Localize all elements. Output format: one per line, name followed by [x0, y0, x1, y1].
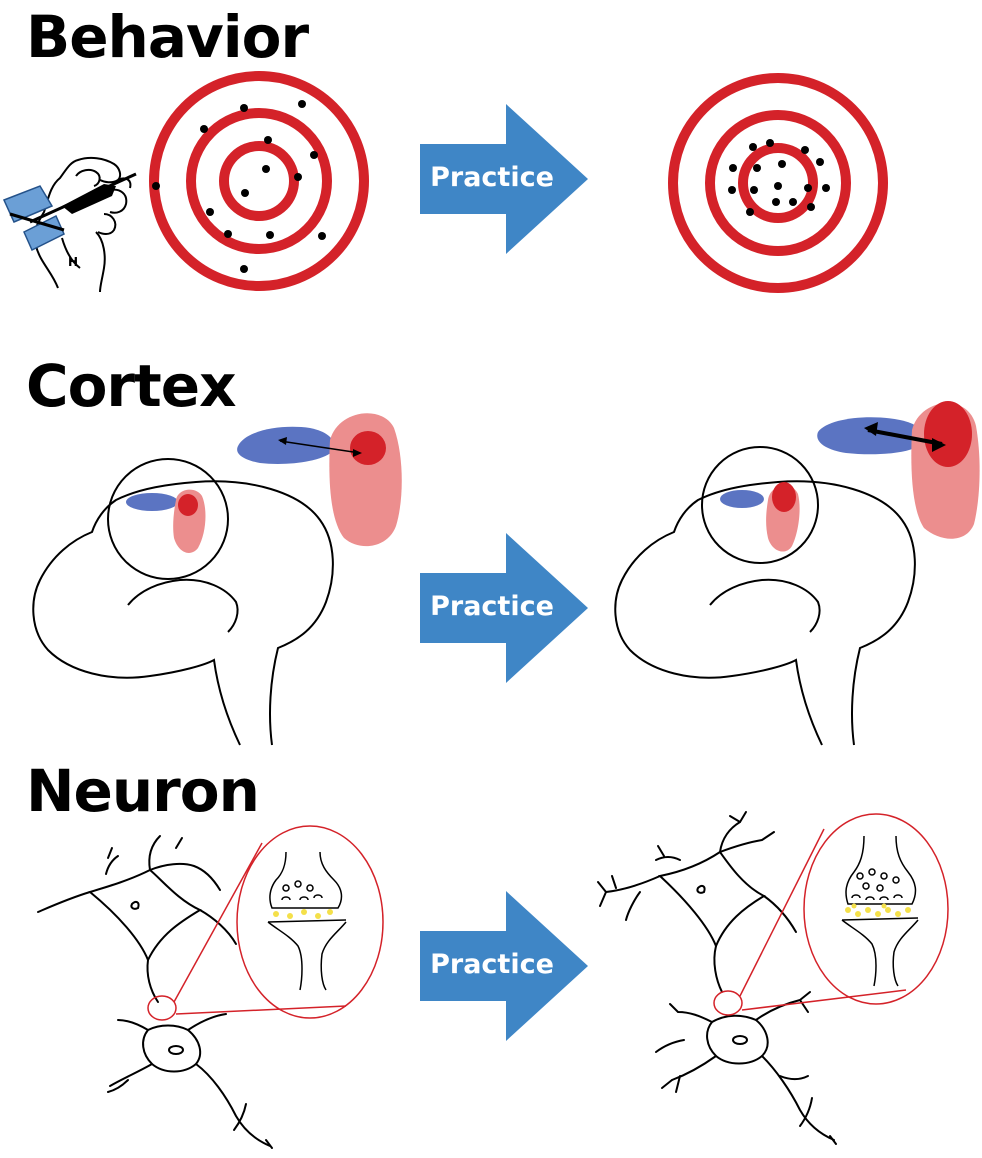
section-title-behavior: Behavior [26, 3, 309, 71]
synapse-zoom-before [267, 851, 347, 991]
section-title-cortex: Cortex [26, 352, 236, 420]
practice-arrow-neuron: Practice [420, 891, 590, 1041]
brain-outline-after [614, 446, 916, 746]
neuron-network-after [597, 811, 837, 1145]
cortex-map-zoom-after [817, 401, 980, 539]
practice-arrow-behavior: Practice [420, 104, 590, 254]
neuron-network-before [37, 835, 273, 1149]
synapse-highlight-before [147, 825, 384, 1021]
practice-arrow-label: Practice [430, 949, 554, 980]
section-title-neuron: Neuron [26, 757, 260, 825]
cortex-map-zoom-before [237, 413, 402, 547]
practice-arrow-label: Practice [430, 591, 554, 622]
cortex-map-small-before [126, 489, 206, 553]
synapse-highlight-after [713, 813, 949, 1016]
dartboard-target-before [149, 71, 369, 291]
practice-arrow-label: Practice [430, 162, 554, 193]
arrow-right-icon [420, 533, 588, 683]
synapse-zoom-after [841, 835, 919, 987]
dartboard-target-after [668, 73, 888, 293]
dart-hits-clustered [728, 139, 830, 216]
hand-label: H [68, 255, 78, 269]
cortex-map-small-after [720, 482, 800, 552]
dart-hits-scattered [152, 100, 326, 273]
arrow-right-icon [420, 891, 588, 1041]
arrow-right-icon [420, 104, 588, 254]
practice-arrow-cortex: Practice [420, 533, 590, 683]
neurotransmitter-dots-before [273, 909, 333, 919]
neurotransmitter-dots-after [845, 903, 911, 917]
brain-outline-before [32, 458, 334, 746]
dart-icon [2, 172, 137, 252]
